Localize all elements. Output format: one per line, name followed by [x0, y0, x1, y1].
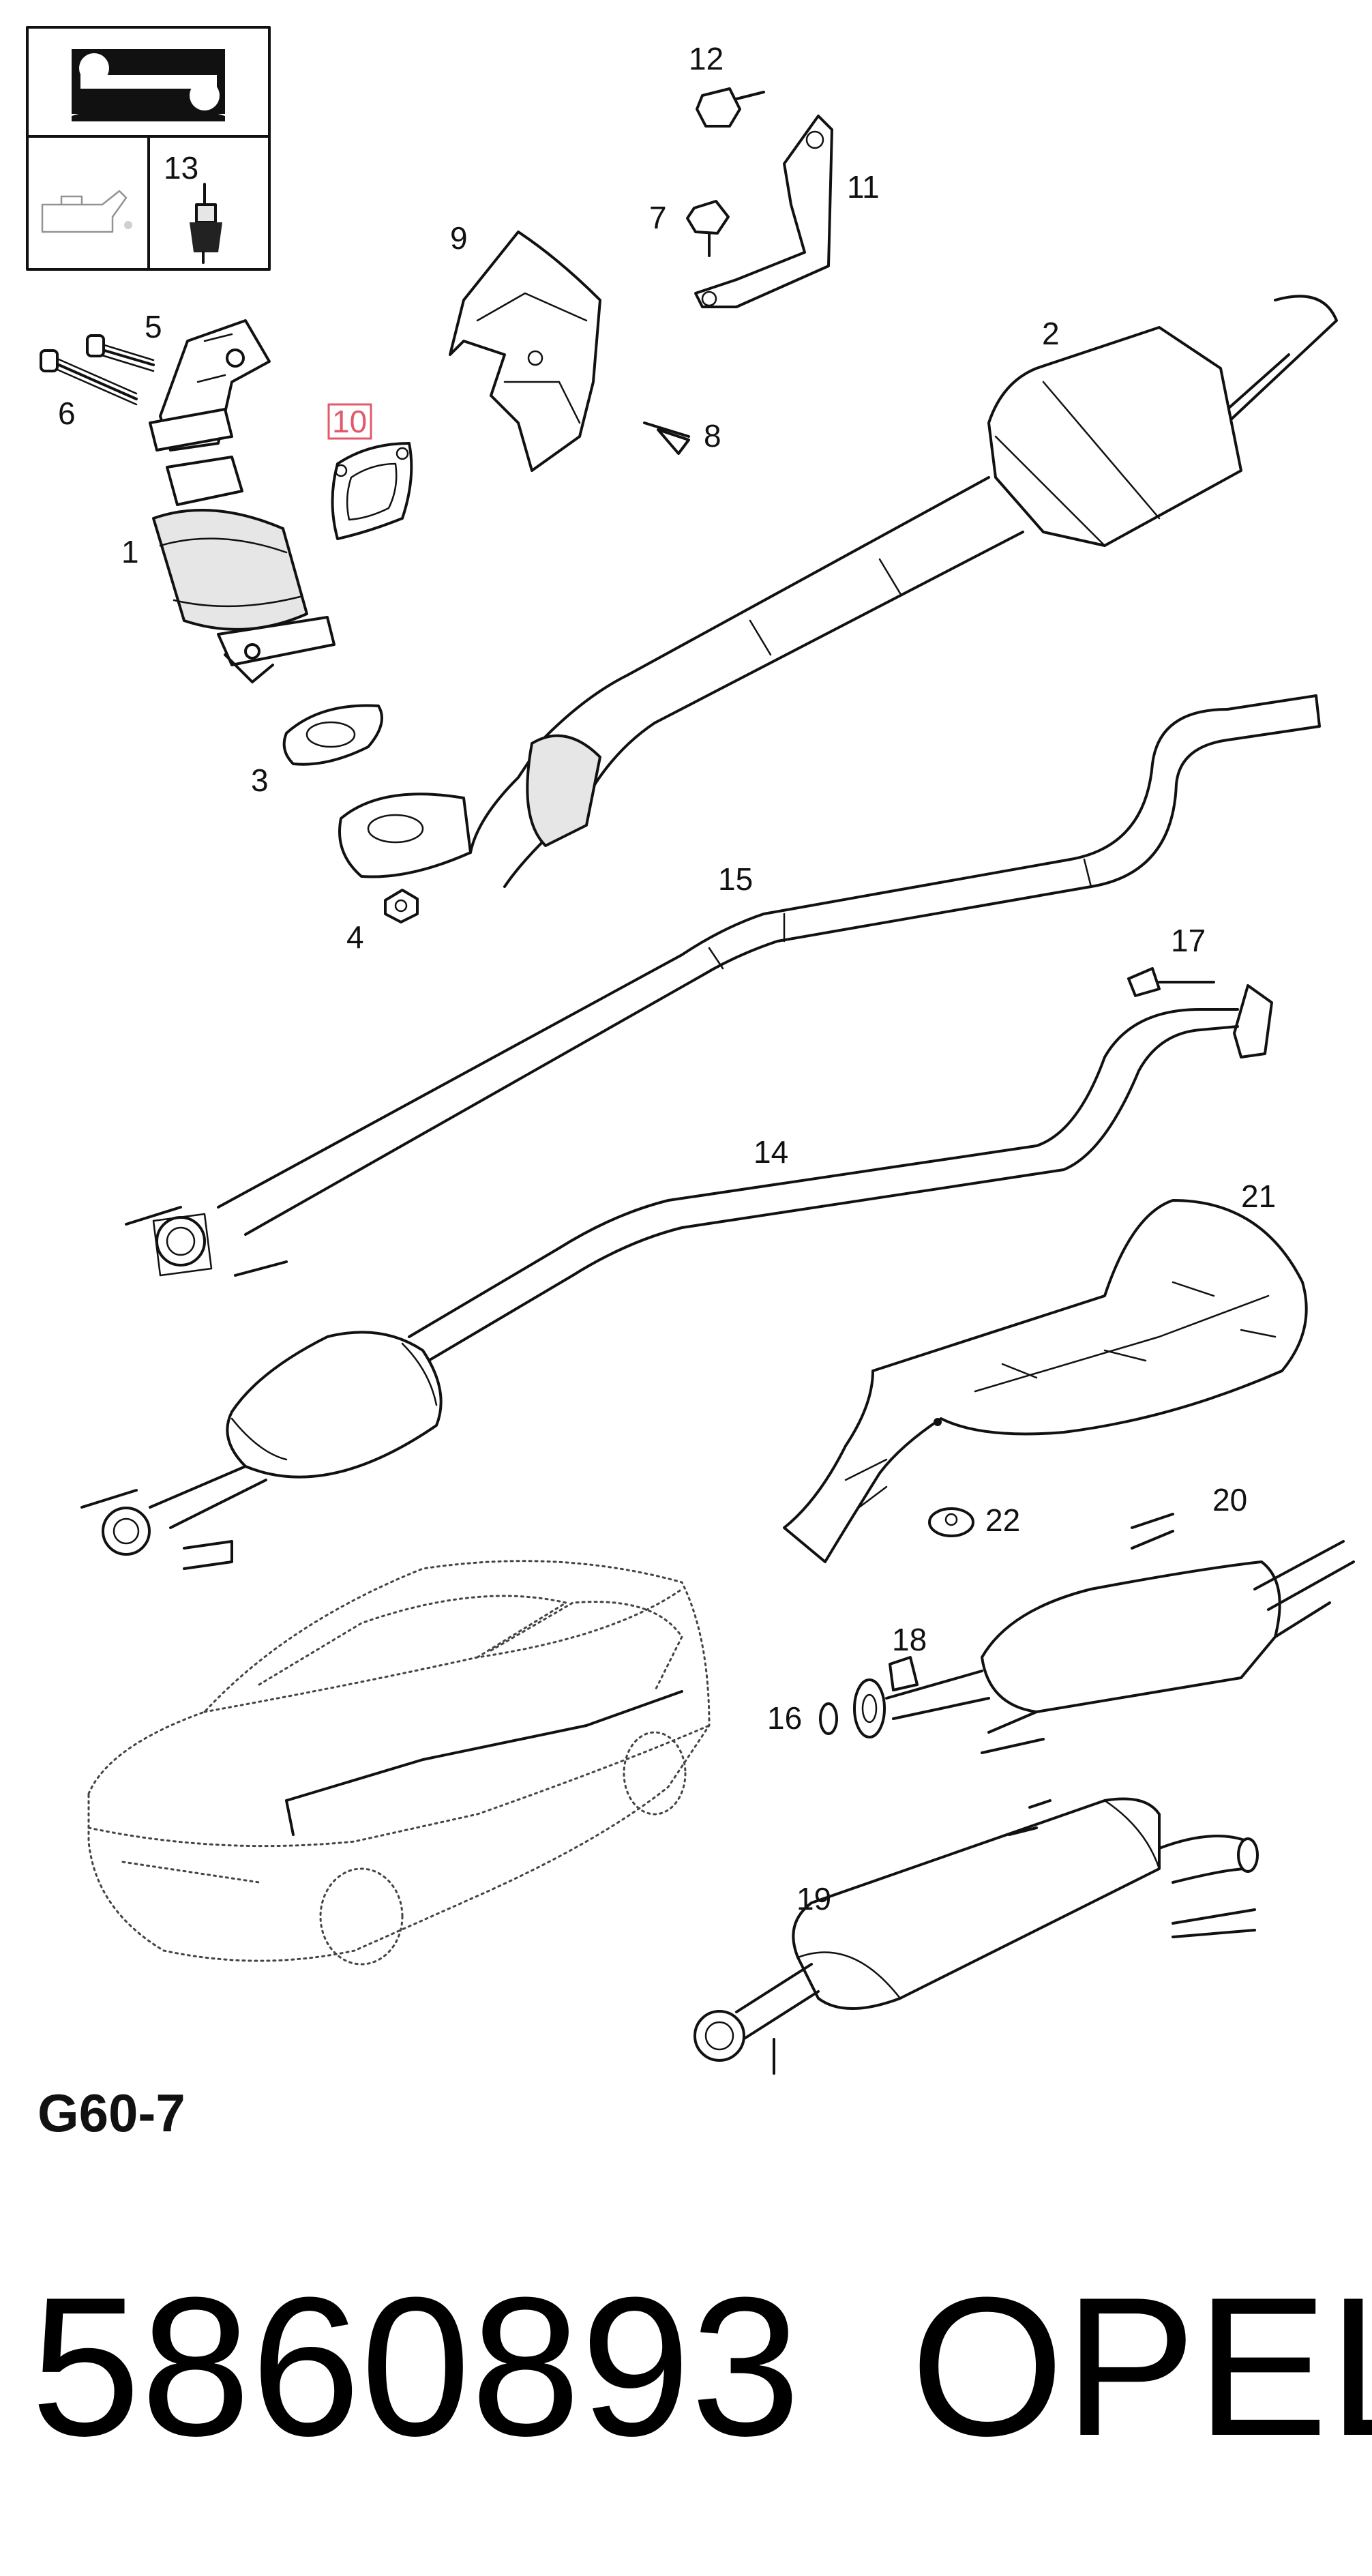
- callout-18: 18: [892, 1622, 927, 1657]
- part-10-gasket: [331, 442, 413, 540]
- part-3-gasket: [282, 704, 383, 766]
- callout-16: 16: [767, 1700, 802, 1736]
- part-1-manifold-catalyst: [149, 319, 335, 683]
- sensor-icon: [190, 183, 222, 264]
- part-number: 5860893: [31, 2256, 801, 2477]
- callout-11: 11: [847, 169, 880, 205]
- part-4-nut: [384, 889, 419, 923]
- callout-2: 2: [1042, 316, 1060, 351]
- callout-9: 9: [450, 220, 468, 256]
- callout-4: 4: [346, 919, 364, 955]
- part-19-rear-silencer: [694, 1797, 1259, 2075]
- callout-19: 19: [796, 1881, 831, 1916]
- callout-10-highlight: [327, 403, 372, 440]
- callout-15: 15: [718, 861, 753, 897]
- part-5-bolt: [86, 334, 155, 372]
- callout-13: 13: [164, 150, 198, 186]
- callout-8: 8: [704, 418, 721, 454]
- callout-1: 1: [121, 534, 139, 569]
- oil-can-icon: [41, 190, 132, 233]
- callout-10: 10: [332, 404, 367, 439]
- callout-labels: 12 7 11 9 13 5 6 10 8 2 1 3 4 15 17 14 2…: [58, 41, 1276, 1916]
- wrench-manual-icon: [72, 49, 225, 121]
- part-18-clamp: [889, 1656, 919, 1691]
- part-6-bolt: [40, 349, 138, 406]
- callout-3: 3: [251, 763, 269, 798]
- callout-22: 22: [985, 1502, 1020, 1538]
- vehicle-outline: [87, 1560, 711, 1966]
- section-code: G60-7: [38, 2083, 185, 2143]
- callout-14: 14: [754, 1134, 788, 1170]
- part-20-rear-muffler: [853, 1513, 1355, 1754]
- part-8-bolt: [643, 421, 690, 455]
- part-9-heat-shield: [449, 231, 601, 472]
- part-16-ring: [819, 1702, 838, 1735]
- callout-17: 17: [1171, 923, 1206, 958]
- callout-7: 7: [649, 200, 667, 235]
- part-12-bolt: [696, 87, 765, 128]
- part-7-bolt: [686, 200, 730, 257]
- part-22-clip: [928, 1507, 974, 1537]
- part-11-bracket: [694, 115, 833, 308]
- callout-21: 21: [1241, 1179, 1276, 1214]
- part-21-heat-shield: [783, 1199, 1308, 1563]
- brand-name: OPEL: [910, 2256, 1372, 2477]
- legend-box: [26, 26, 271, 271]
- part-2-front-pipe-catalyst: [338, 295, 1338, 888]
- callout-5: 5: [145, 309, 162, 344]
- callout-6: 6: [58, 396, 76, 431]
- part-14-center-pipe-resonator: [80, 984, 1273, 1570]
- part-15-intermediate-pipe: [125, 694, 1321, 1277]
- callout-20: 20: [1212, 1482, 1247, 1518]
- part-17-bolt: [1127, 967, 1215, 997]
- callout-12: 12: [689, 41, 724, 76]
